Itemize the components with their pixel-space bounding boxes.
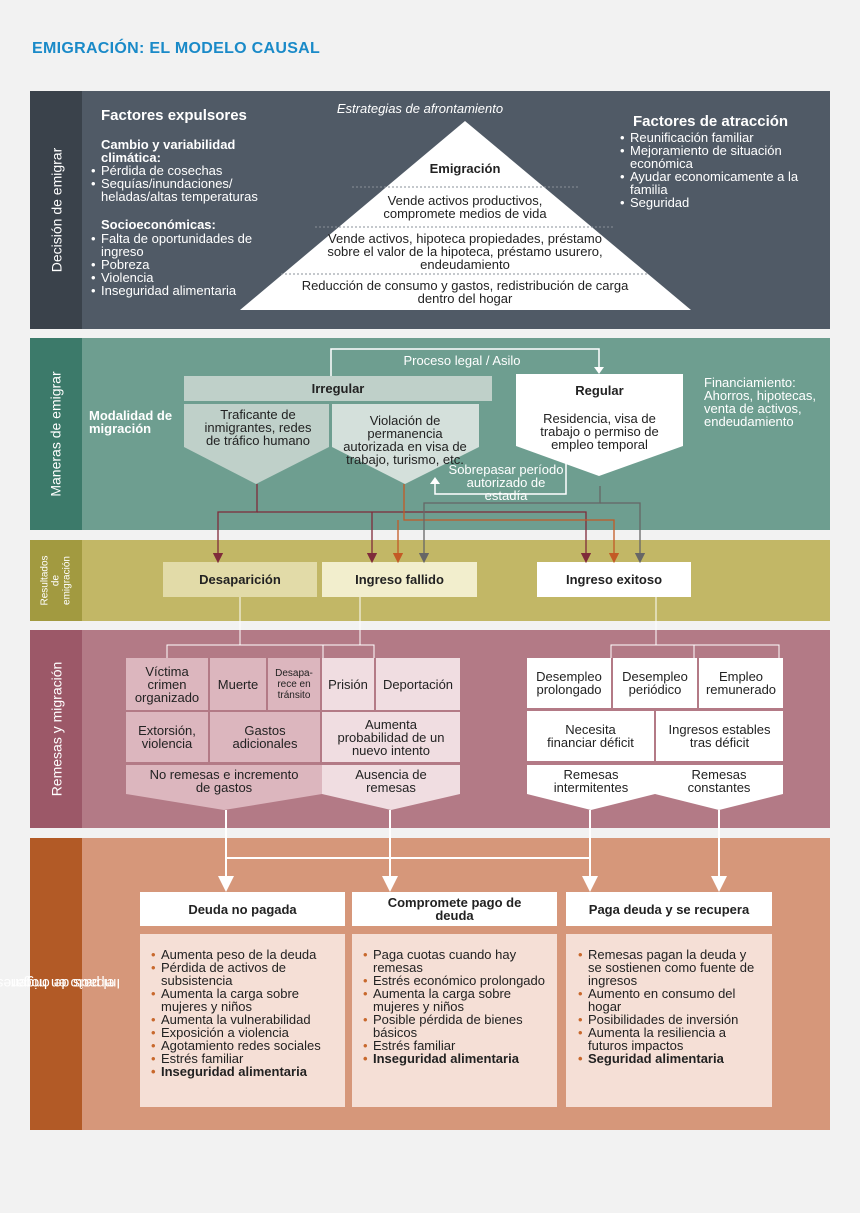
remittances-label: Remesas y migración [48,661,65,797]
pull-item: Ayudar economicamente a la familia [620,170,820,196]
result-disappearance: Desaparición [163,562,317,597]
results-label: Resultados de emigración [39,555,73,606]
periodic-unemployment: Desempleo periódico [613,658,697,708]
impact-band: Impacto en hogares en el país de origen … [0,838,830,1130]
impact-item: Agotamiento redes sociales [151,1039,341,1052]
impact-item: Aumenta peso de la deuda [151,948,341,961]
pyramid-shape [240,121,691,310]
socio-item: Violencia [91,271,266,284]
extortion-violence: Extorsión, violencia [126,712,208,762]
band-label-results: Resultados de emigración [30,540,82,621]
overstay-label: Sobrepasar período autorizado de estadía [448,461,564,503]
compromised-payment-title: Compromete pago de deuda [352,892,557,926]
remittance-shapes [126,644,783,810]
impact-item-bold: Seguridad alimentaria [578,1052,763,1065]
socio-title: Socioeconómicas: [101,217,216,232]
impact-item: Aumenta la carga sobre mujeres y niños [151,987,341,1013]
socio-item: Inseguridad alimentaria [91,284,266,297]
impact-item: Estrés económico prolongado [363,974,548,987]
impact-item: Estrés familiar [151,1052,341,1065]
strategies-title: Estrategias de afrontamiento [336,101,504,116]
pull-factors-title: Factores de atracción [633,113,789,130]
impact-item: Paga cuotas cuando hay remesas [363,948,548,974]
pyramid-level-3: Reducción de consumo y gastos, redistrib… [301,278,629,306]
pull-item: Mejoramiento de situación económica [620,144,820,170]
decision-label: Decisión de emigrar [48,147,64,273]
intermittent-remittances: Remesas intermitentes [553,767,629,795]
pull-list: Reunificación familiar Mejoramiento de s… [620,131,820,209]
impact-item-bold: Inseguridad alimentaria [363,1052,548,1065]
impact-item: Aumenta la vulnerabilidad [151,1013,341,1026]
needs-deficit-financing: Necesita financiar déficit [527,711,654,761]
impact-item: Posibilidades de inversión [578,1013,763,1026]
socio-list: Falta de oportunidades de ingreso Pobrez… [91,232,266,297]
death: Muerte [210,658,266,710]
impact-item-bold: Inseguridad alimentaria [151,1065,341,1078]
pull-item: Reunificación familiar [620,131,820,144]
band-label-ways: Maneras de emigrar [30,338,82,530]
decision-band: Decisión de emigrar Factores expulsores … [30,91,830,329]
unpaid-debt-title: Deuda no pagada [140,892,345,926]
results-band: Resultados de emigración Desaparición In… [30,540,830,621]
irregular-title: Irregular [311,381,365,396]
prolonged-unemployment: Desempleo prolongado [527,658,611,708]
absent-remittances: Ausencia de remesas [355,767,427,795]
no-remittances: No remesas e incremento de gastos [149,767,299,795]
impact-item: Exposición a violencia [151,1026,341,1039]
regular-description: Residencia, visa de trabajo o permiso de… [540,410,659,452]
legal-process-label: Proceso legal / Asilo [403,352,521,368]
regular-title: Regular [575,382,624,398]
pyramid-level-2: Vende activos, hipoteca propiedades, pré… [327,230,603,272]
unpaid-debt-list: Aumenta peso de la deuda Pérdida de acti… [151,948,341,1078]
socio-item: Falta de oportunidades de ingreso [91,232,266,258]
impact-item: Aumento en consumo del hogar [578,987,763,1013]
impact-item: Posible pérdida de bienes básicos [363,1013,548,1039]
ways-label: Maneras de emigrar [48,371,64,497]
victim-organized-crime: Víctima crimen organizado [126,658,208,710]
climate-item: Sequías/inundaciones/ heladas/altas temp… [91,177,291,203]
additional-costs: Gastos adicionales [210,712,320,762]
new-attempt-probability: Aumenta probabilidad de un nuevo intento [322,712,460,762]
climate-title: Cambio y variabilidad climática: [101,137,236,165]
impact-item: Estrés familiar [363,1039,548,1052]
climate-list: Pérdida de cosechas Sequías/inundaciones… [91,164,291,203]
stable-income: Ingresos estables tras déficit [656,711,783,761]
ways-shapes [184,348,683,495]
deportation: Deportación [376,658,460,710]
impact-item: Pérdida de activos de subsistencia [151,961,341,987]
socio-item: Pobreza [91,258,266,271]
ways-band: Maneras de emigrar Modalidad de migració… [30,338,830,530]
band-label-decision: Decisión de emigrar [30,91,82,329]
pull-item: Seguridad [620,196,820,209]
impact-item: Aumenta la resiliencia a futuros impacto… [578,1026,763,1052]
modality-label: Modalidad de migración [89,408,173,436]
pyramid-level-1: Vende activos productivos, compromete me… [383,193,547,221]
impact-item: Remesas pagan la deuda y se sostienen co… [578,948,763,987]
push-factors-title: Factores expulsores [101,107,247,124]
paid-employment: Empleo remunerado [699,658,783,708]
page-title: EMIGRACIÓN: EL MODELO CAUSAL [32,40,321,57]
constant-remittances: Remesas constantes [687,767,751,795]
pyramid-top-emigration: Emigración [429,160,501,176]
climate-item: Pérdida de cosechas [91,164,291,177]
pays-debt-title: Paga deuda y se recupera [566,892,772,926]
irregular-visa-violation: Violación de permanencia autorizada en v… [343,413,467,467]
pays-debt-list: Remesas pagan la deuda y se sostienen co… [578,948,763,1065]
financing-label: Financiamiento: Ahorros, hipotecas, vent… [704,375,817,429]
remittances-band: Remesas y migración Víctima crimen organ… [30,630,830,828]
disappears-in-transit: Desapa- rece en tránsito [268,658,320,710]
result-failed-entry: Ingreso fallido [322,562,477,597]
band-label-impact: Impacto en hogares en el país de origen [0,838,121,1130]
band-label-remittances: Remesas y migración [30,630,82,828]
impact-item: Aumenta la carga sobre mujeres y niños [363,987,548,1013]
prison: Prisión [322,658,374,710]
impact-label: Impacto en hogares en el país de origen [0,912,121,1055]
compromised-payment-list: Paga cuotas cuando hay remesas Estrés ec… [363,948,548,1065]
irregular-trafficker: Traficante de inmigrantes, redes de tráf… [204,406,312,448]
result-successful-entry: Ingreso exitoso [537,562,691,597]
